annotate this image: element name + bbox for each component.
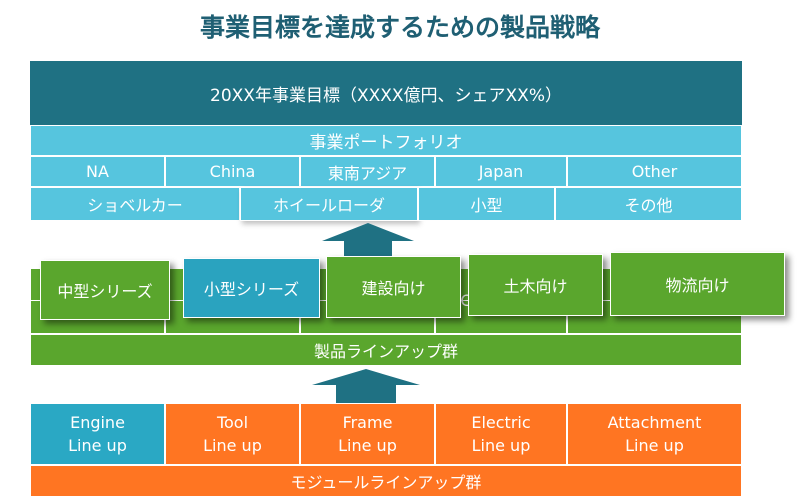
region-southeast-asia: 東南アジア [300,156,435,187]
product-small: 小型 [418,187,555,221]
module-frame: Frame Line up [300,403,435,465]
module-electric-line2: Line up [471,436,531,455]
region-china: China [165,156,300,187]
card-civil-engineering: 土木向け [468,254,603,316]
product-other: その他 [555,187,742,221]
module-attachment-line1: Attachment [607,412,702,432]
product-excavator: ショベルカー [30,187,240,221]
module-electric-line1: Electric [471,412,531,432]
module-frame-line2: Line up [338,436,397,455]
module-lineup-label: モジュールラインアップ群 [30,465,742,497]
module-frame-line1: Frame [342,412,393,432]
module-tool-line1: Tool [216,412,249,432]
module-engine-line2: Line up [68,436,127,455]
module-electric: Electric Line up [435,403,567,465]
module-tool: Tool Line up [165,403,300,465]
module-engine: Engine Line up [30,403,165,465]
region-other: Other [567,156,742,187]
region-japan: Japan [435,156,567,187]
region-na: NA [30,156,165,187]
card-construction: 建設向け [326,256,461,318]
card-small-series: 小型シリーズ [183,258,320,318]
business-goal-bar: 20XX年事業目標（XXXX億円、シェアXX%） [30,61,742,125]
module-engine-line1: Engine [70,412,125,432]
lineup-partial-text: C [460,290,472,310]
card-mid-series: 中型シリーズ [40,260,170,320]
page-title: 事業目標を達成するための製品戦略 [199,13,600,42]
product-lineup-label: 製品ラインアップ群 [30,334,742,366]
card-logistics: 物流向け [610,252,785,316]
module-tool-line2: Line up [203,436,262,455]
up-arrow-icon [312,369,420,403]
module-attachment: Attachment Line up [567,403,742,465]
portfolio-header: 事業ポートフォリオ [30,125,742,156]
module-attachment-line2: Line up [625,436,684,455]
product-wheel-loader: ホイールローダ [240,187,418,221]
